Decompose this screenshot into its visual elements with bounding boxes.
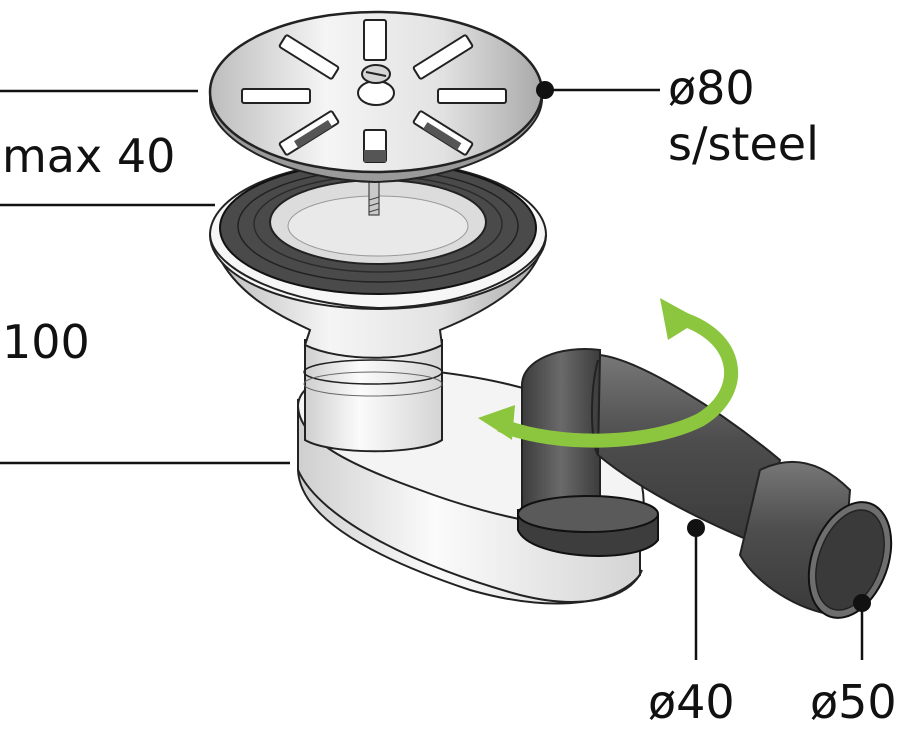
- callout-dot-outlet-outer: [853, 594, 871, 612]
- outlet-assembly: [517, 348, 893, 619]
- total-height-label: 100: [2, 315, 90, 369]
- depth-range-label: max 40: [2, 129, 175, 183]
- outlet-inner-label: ø40: [648, 675, 735, 729]
- callouts: [536, 81, 871, 660]
- dimension-lines: [0, 89, 290, 465]
- callout-dot-outlet-inner: [687, 519, 705, 537]
- outlet-outer-label: ø50: [810, 675, 897, 729]
- rotation-arrow-icon: [478, 298, 739, 448]
- callout-dot-grate: [536, 81, 554, 99]
- grate-diameter-label: ø80: [668, 61, 755, 115]
- trap-body: [209, 160, 645, 605]
- grate-material-label: s/steel: [668, 117, 819, 171]
- drain-grate: [208, 10, 544, 216]
